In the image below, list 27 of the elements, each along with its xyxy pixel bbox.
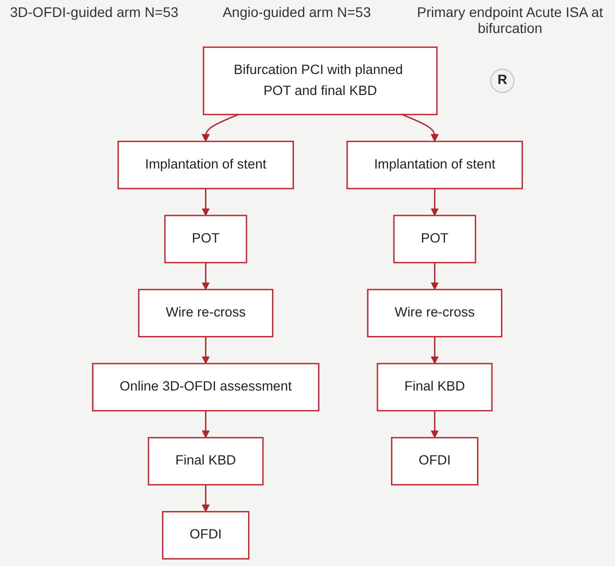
note-text: Primary endpoint Acute ISA at bifurcation <box>416 4 604 36</box>
node-box: POT <box>393 214 476 264</box>
node-box: Wire re-cross <box>138 288 274 338</box>
node-box: Final KBD <box>148 436 264 486</box>
node-box: OFDI <box>162 511 250 560</box>
arrow <box>402 114 439 142</box>
node-box: Final KBD <box>376 362 493 412</box>
arrow <box>430 410 439 438</box>
arrow <box>202 484 210 512</box>
node-box: Bifurcation PCI with planned POT and final KBD <box>202 46 438 116</box>
arrow <box>430 336 439 364</box>
arrow <box>202 410 210 438</box>
node-box: Wire re-cross <box>367 288 502 338</box>
note-text: 3D-OFDI-guided arm N=53 <box>10 4 178 22</box>
arrow <box>202 336 210 364</box>
arrow <box>202 188 210 216</box>
note-text: Angio-guided arm N=53 <box>222 4 371 22</box>
node-circle: R <box>490 68 514 93</box>
node-box: Implantation of stent <box>346 140 523 190</box>
node-box: POT <box>164 214 248 264</box>
arrow <box>202 114 239 142</box>
node-box: Online 3D-OFDI assessment <box>92 362 320 412</box>
node-box: OFDI <box>391 436 478 486</box>
arrow <box>430 188 439 216</box>
node-box: Implantation of stent <box>118 140 294 190</box>
arrow <box>202 262 210 290</box>
arrow <box>430 262 439 290</box>
